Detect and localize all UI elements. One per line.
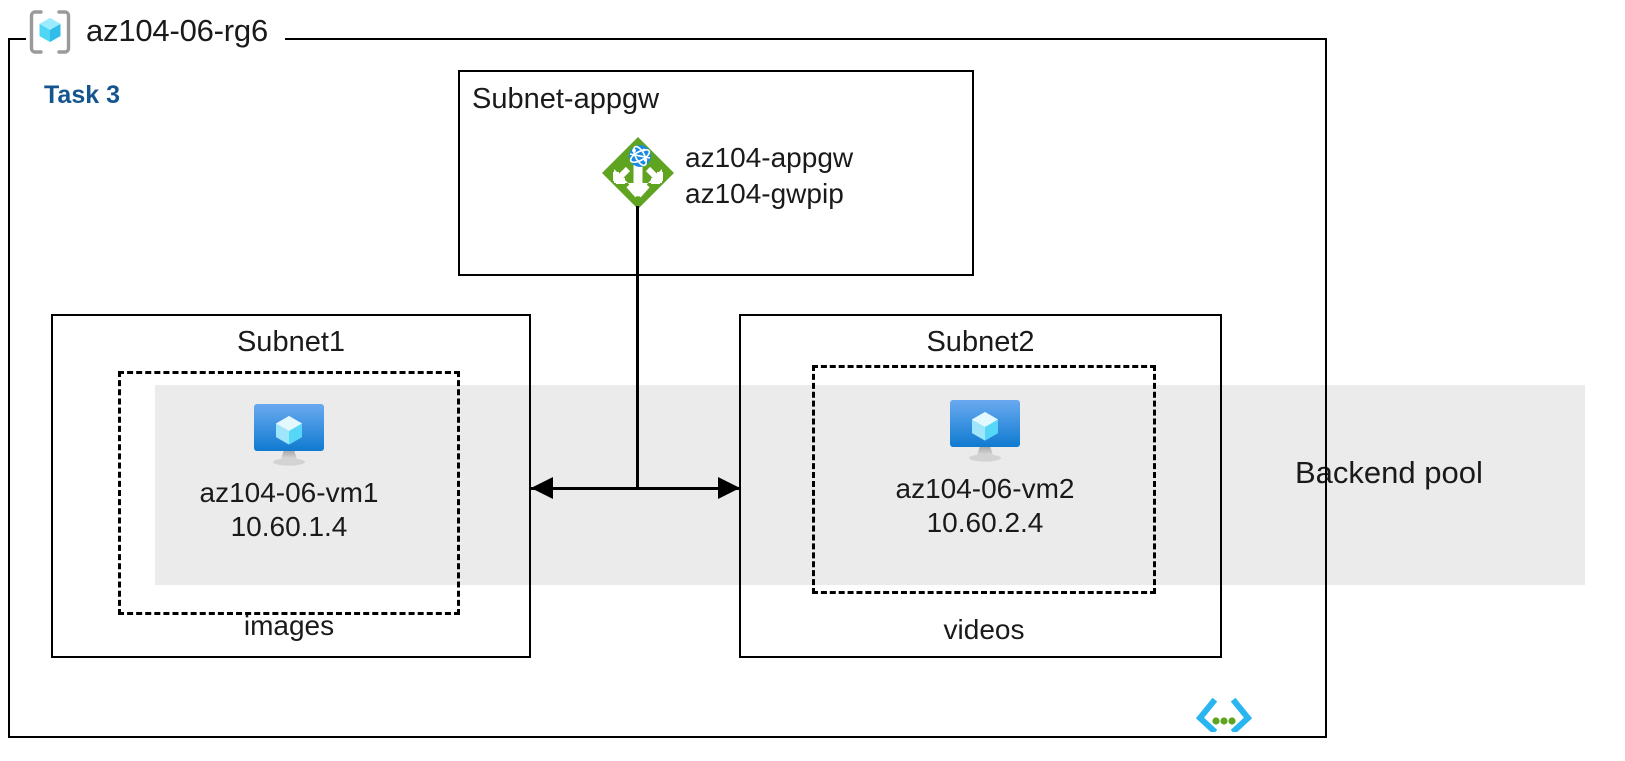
arrow-head-left-icon (531, 477, 553, 499)
subnet1-vm-group (118, 371, 460, 615)
subnet2-title: Subnet2 (926, 326, 1035, 358)
subnet1-group-label: images (243, 610, 335, 641)
subnet-appgw-box (458, 70, 974, 276)
resource-group-border-right (1325, 38, 1327, 738)
task-title: Task 3 (44, 81, 120, 109)
virtual-machine-node-2: az104-06-vm2 10.60.2.4 (874, 398, 1096, 540)
application-gateway-icon (598, 133, 678, 213)
resource-group-name: az104-06-rg6 (86, 13, 268, 48)
resource-group-border-top-stub (8, 38, 26, 40)
subnet2-box (739, 314, 1222, 658)
resource-group-icon (26, 8, 74, 56)
backend-pool-band (155, 385, 1585, 585)
subnet2-vm-group (812, 365, 1156, 594)
vm1-name: az104-06-vm1 (199, 477, 379, 508)
code-brackets-icon (1195, 694, 1253, 735)
appgw-name: az104-appgw (685, 142, 854, 173)
gateway-to-subnets-connector (636, 206, 639, 489)
subnet1-box (51, 314, 531, 658)
application-gateway-labels: az104-appgw az104-gwpip (685, 140, 853, 212)
vm2-name: az104-06-vm2 (895, 473, 1075, 504)
subnet-appgw-title: Subnet-appgw (472, 83, 660, 115)
arrow-head-right-icon (718, 477, 740, 499)
virtual-machine-icon (948, 398, 1022, 464)
subnet1-title: Subnet1 (236, 326, 346, 358)
subnet-link-line (531, 487, 740, 490)
virtual-machine-node-1: az104-06-vm1 10.60.1.4 (178, 402, 400, 544)
virtual-machine-icon (252, 402, 326, 468)
vm1-ip: 10.60.1.4 (230, 511, 348, 543)
resource-group-border-left (8, 38, 10, 738)
appgw-public-ip: az104-gwpip (685, 177, 844, 209)
vm2-ip: 10.60.2.4 (926, 507, 1044, 539)
backend-pool-label: Backend pool (1295, 455, 1483, 490)
resource-group-border-top (285, 38, 1327, 40)
subnet2-group-label: videos (943, 614, 1025, 645)
resource-group-border-bottom (8, 736, 1327, 738)
